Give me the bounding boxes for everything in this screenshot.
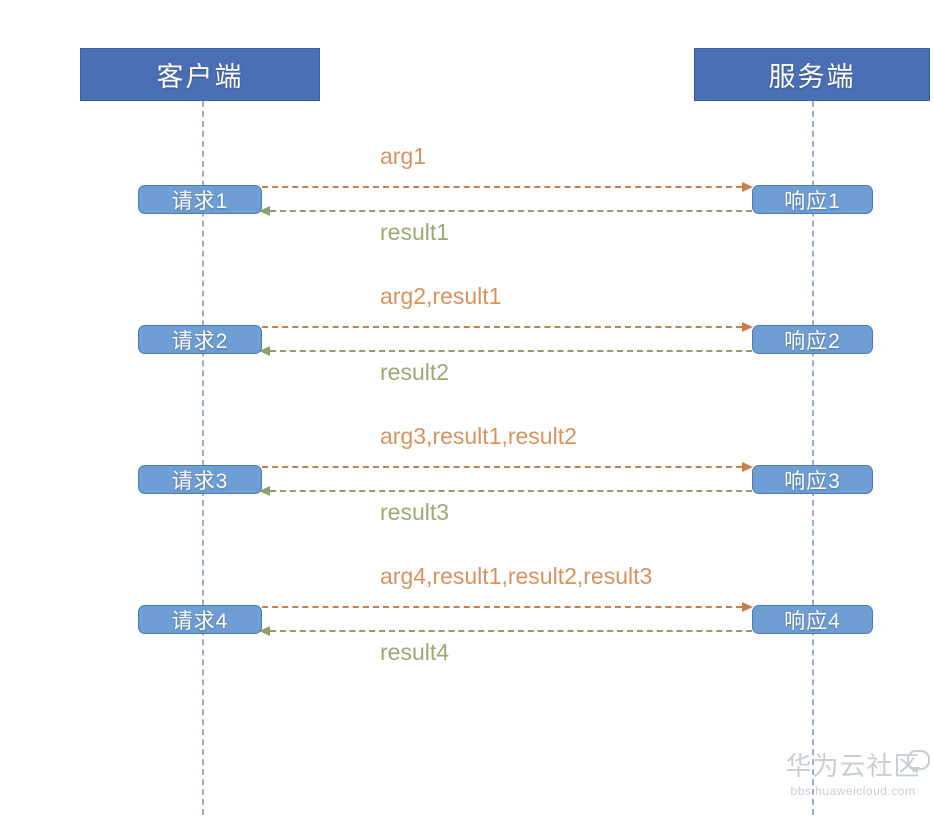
request-box-4: 请求4 [138,605,262,634]
arrowhead-right-icon [742,322,753,332]
response-box-label-3: 响应3 [784,469,841,493]
request-box-3: 请求3 [138,465,262,494]
lifeline-server [812,101,814,815]
request-box-label-2: 请求2 [171,329,229,353]
response-box-label-4: 响应4 [784,609,841,633]
participant-server: 服务端 [694,48,930,101]
exchange-group-2: arg2,result1 请求2 响应2 result2 [0,283,934,455]
response-label-4: result4 [380,639,450,665]
arrowhead-left-icon [259,486,270,496]
watermark-title: 华为云社区 [785,751,921,781]
request-label-3: arg3,result1,result2 [380,423,577,449]
arrowhead-left-icon [259,626,270,636]
response-label-1: result1 [380,219,450,245]
response-box-4: 响应4 [752,605,873,634]
arrowhead-left-icon [259,346,270,356]
arrowhead-right-icon [742,602,753,612]
response-arrow-4 [259,626,752,636]
request-arrow-2 [262,322,753,332]
request-label-2: arg2,result1 [380,283,502,309]
arrowhead-left-icon [259,206,270,216]
response-label-2: result2 [380,359,450,385]
request-arrow-4 [262,602,753,612]
request-box-label-4: 请求4 [171,609,229,633]
watermark-url: bbs.huaweicloud.com [790,783,916,798]
request-box-label-1: 请求1 [171,189,229,213]
response-arrow-2 [259,346,752,356]
request-label-1: arg1 [380,143,427,169]
response-label-3: result3 [380,499,450,525]
arrowhead-right-icon [742,182,753,192]
response-arrow-1 [259,206,752,216]
response-arrow-3 [259,486,752,496]
response-box-2: 响应2 [752,325,873,354]
response-box-label-1: 响应1 [784,189,841,213]
arrowhead-right-icon [742,462,753,472]
exchange-group-4: arg4,result1,result2,result3 请求4 响应4 res… [0,563,934,735]
watermark: 华为云社区 bbs.huaweicloud.com [778,750,930,798]
request-label-4: arg4,result1,result2,result3 [380,563,653,589]
response-box-3: 响应3 [752,465,873,494]
response-box-1: 响应1 [752,185,873,214]
request-box-1: 请求1 [138,185,262,214]
request-box-2: 请求2 [138,325,262,354]
exchange-group-1: arg1 请求1 响应1 result1 [0,143,934,315]
participant-client-label: 客户端 [156,62,244,92]
request-arrow-3 [262,462,753,472]
request-box-label-3: 请求3 [171,469,229,493]
request-arrow-1 [262,182,753,192]
speech-bubble-icon [907,750,930,774]
participant-client: 客户端 [80,48,320,101]
response-box-label-2: 响应2 [784,329,841,353]
exchange-group-3: arg3,result1,result2 请求3 响应3 result3 [0,423,934,595]
lifeline-client [202,101,204,815]
participant-server-label: 服务端 [768,62,856,92]
